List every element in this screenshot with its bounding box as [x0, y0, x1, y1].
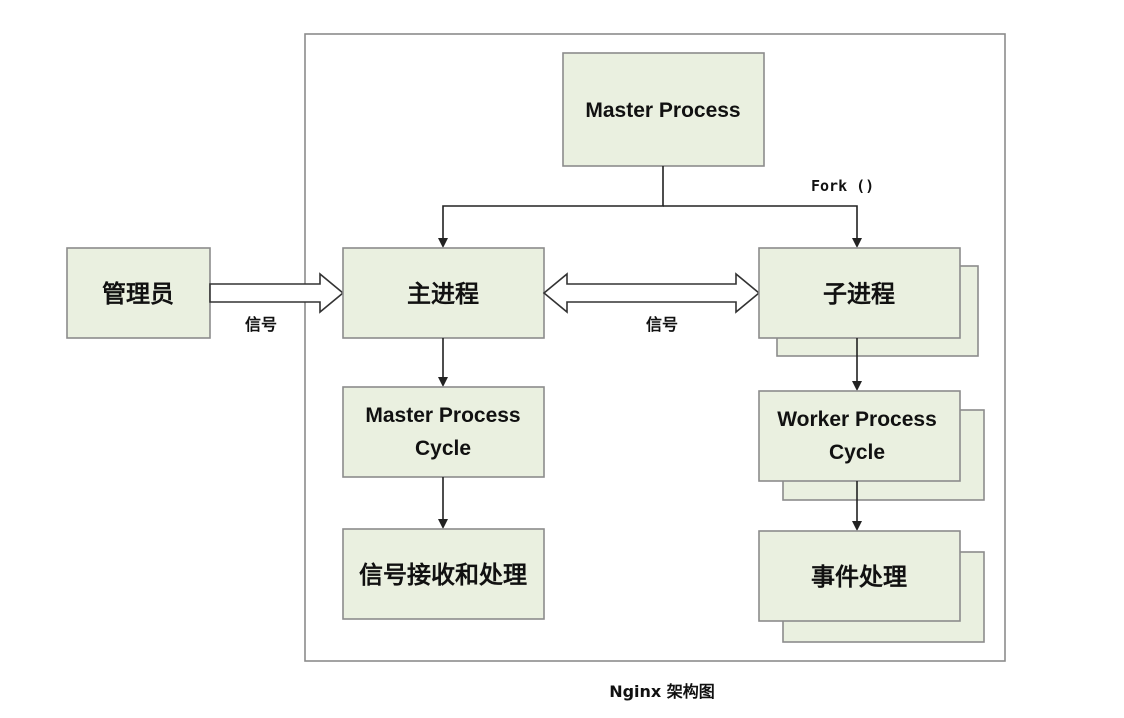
fork-label: Fork () — [811, 177, 874, 195]
fork-connector — [438, 166, 664, 248]
master-process-cycle-node: Master Process Cycle — [342, 386, 545, 478]
admin-signal-label: 信号 — [245, 315, 277, 334]
nginx-boundary-frame — [304, 33, 1006, 662]
master-child-signal-arrow — [542, 272, 761, 314]
admin-node: 管理员 — [66, 247, 211, 339]
main-process-node: 主进程 — [342, 247, 545, 339]
master-cycle-label-line1: Master Process — [365, 404, 520, 427]
admin-label: 管理员 — [102, 280, 174, 308]
signal-handling-node: 信号接收和处理 — [342, 528, 545, 620]
event-handling-node: 事件处理 — [758, 530, 985, 643]
master-process-node: Master Process — [562, 52, 765, 167]
worker-cycle-label-line1: Worker Process — [777, 408, 937, 431]
fork-connector-to-child — [663, 205, 862, 248]
event-handling-label: 事件处理 — [811, 563, 907, 591]
master-child-signal-label: 信号 — [646, 315, 678, 334]
admin-signal-arrow — [209, 272, 345, 314]
worker-process-cycle-node: Worker Process Cycle — [758, 390, 985, 501]
worker-cycle-label-line2: Cycle — [829, 441, 885, 464]
child-process-node: 子进程 — [758, 247, 979, 357]
diagram-caption: Nginx 架构图 — [609, 682, 715, 701]
signal-handling-label: 信号接收和处理 — [359, 561, 527, 589]
main-process-label: 主进程 — [407, 280, 479, 308]
child-process-label: 子进程 — [823, 280, 895, 308]
master-cycle-label-line2: Cycle — [415, 437, 471, 460]
master-process-label: Master Process — [585, 99, 740, 122]
